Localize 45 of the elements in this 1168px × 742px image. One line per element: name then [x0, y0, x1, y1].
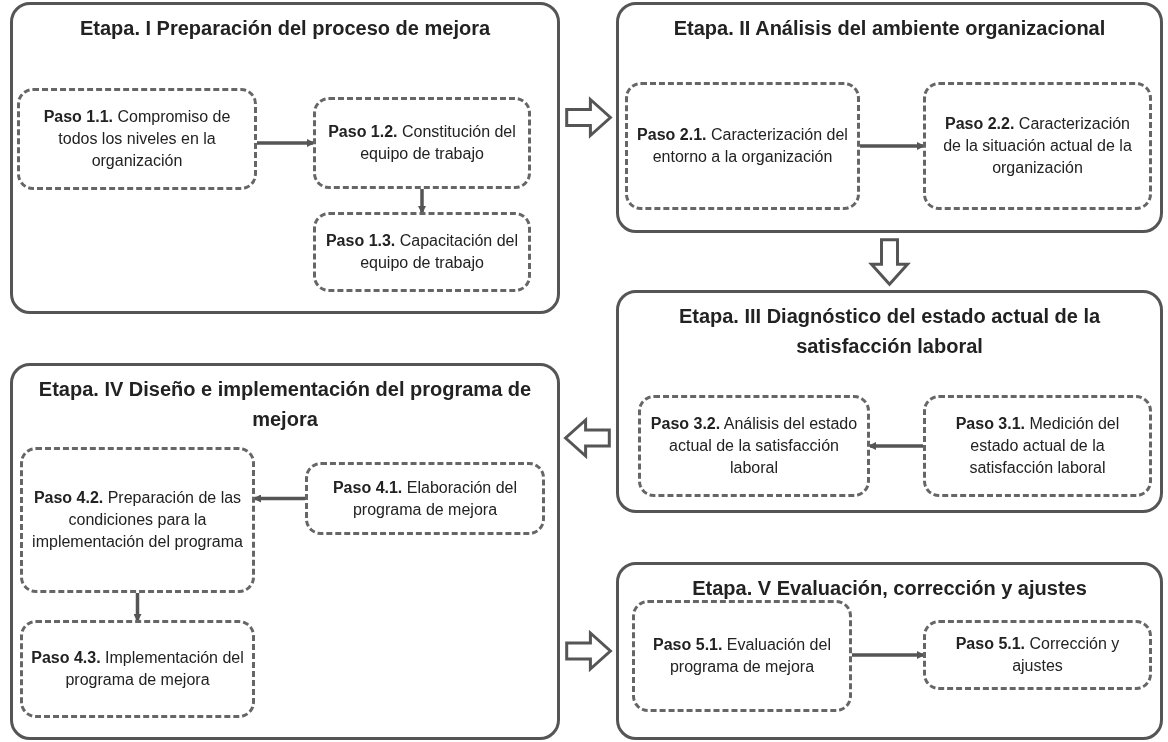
step-text: Paso 4.1. Elaboración del programa de mejora	[331, 477, 519, 520]
stage-title: Etapa. V Evaluación, corrección y ajustes	[691, 576, 1088, 601]
arrow	[868, 442, 923, 450]
stage-title: Etapa. IV Diseño e implementación del programa de mejora	[37, 377, 533, 432]
block-arrow	[563, 416, 611, 460]
block-arrow	[565, 96, 613, 139]
stage-panel	[10, 363, 560, 740]
step-box	[625, 82, 860, 210]
step-text: Paso 5.1. Corrección y ajustes	[954, 634, 1121, 676]
step-box	[313, 97, 531, 189]
step-box	[17, 88, 257, 190]
step-text: Paso 1.3. Capacitación del equipo de trabajo	[324, 231, 520, 273]
arrow	[852, 651, 925, 659]
step-text: Paso 3.1. Medición del estado actual de la satisfacción laboral	[954, 414, 1121, 478]
arrow	[257, 139, 315, 147]
step-text: Paso 2.2. Caracterización de la situación actual de la organización	[942, 114, 1133, 178]
stage-title: Etapa. III Diagnóstico del estado actual de la satisfacción laboral	[677, 304, 1102, 359]
block-arrow	[868, 238, 911, 287]
stage-panel	[616, 2, 1163, 233]
step-text: Paso 1.2. Constitución del equipo de trabajo	[327, 122, 517, 164]
block-arrow	[565, 629, 613, 673]
step-text: Paso 4.3. Implementación del programa de mejora	[31, 648, 244, 690]
step-text: Paso 2.1. Caracterización del entorno a la organización	[636, 125, 849, 167]
step-box	[632, 600, 852, 712]
step-box	[305, 462, 545, 535]
stage-panel	[616, 562, 1163, 740]
step-text: Paso 4.2. Preparación de las condiciones para la implementación del programa	[31, 488, 244, 552]
step-box	[923, 620, 1152, 690]
step-box	[923, 82, 1152, 210]
step-box	[923, 395, 1152, 497]
step-box	[20, 620, 255, 718]
step-box	[638, 395, 870, 497]
stage-title: Etapa. I Preparación del proceso de mejora	[78, 16, 492, 41]
step-box	[313, 212, 531, 292]
step-text: Paso 3.2. Análisis del estado actual de la satisfacción laboral	[649, 414, 859, 478]
arrow	[418, 189, 426, 214]
arrow	[253, 494, 305, 503]
stage-panel	[616, 290, 1163, 513]
step-text: Paso 5.1. Evaluación del programa de mejora	[652, 635, 832, 677]
stage-title: Etapa. II Análisis del ambiente organizacional	[672, 16, 1107, 41]
step-text: Paso 1.1. Compromiso de todos los niveles en la organización	[42, 107, 232, 171]
step-box	[20, 447, 255, 593]
arrow	[133, 593, 142, 622]
stage-panel	[10, 2, 560, 314]
arrow	[860, 142, 925, 150]
